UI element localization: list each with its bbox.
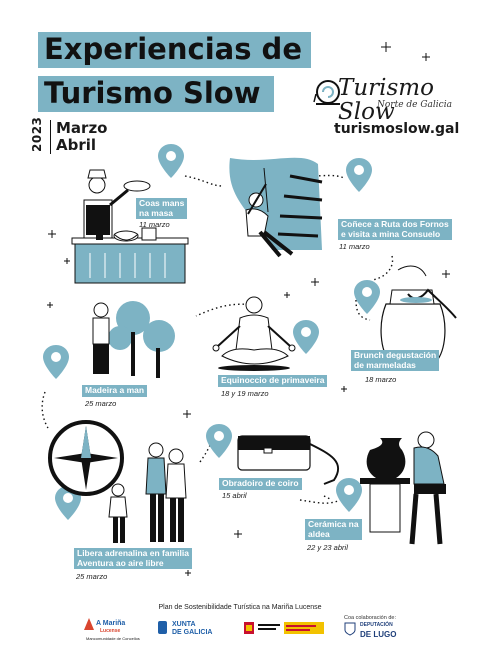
footer-colab: Coa colaboración de:: [344, 615, 396, 621]
lugo-logo: DEPUTACIÓN DE LUGO: [344, 622, 396, 639]
event-date: 11 marzo: [139, 220, 170, 229]
event-date: 25 marzo: [85, 399, 117, 408]
location-pin-icon: [346, 158, 372, 192]
jar-illustration: [380, 265, 457, 363]
ministry-logos-icon: [244, 622, 324, 634]
shield-icon: [158, 621, 167, 634]
event-date: 11 marzo: [339, 242, 370, 251]
location-pin-icon: [206, 424, 232, 458]
location-pin-icon: [336, 478, 362, 512]
brand-subtitle: Norte de Galicia: [377, 100, 452, 110]
title-line-2: Turismo Slow: [38, 76, 274, 112]
event-date: 25 marzo: [76, 572, 108, 581]
website-link[interactable]: turismoslow.gal: [334, 121, 460, 137]
location-pin-icon: [354, 280, 380, 314]
months: Marzo Abril: [56, 120, 107, 154]
footer-plan: Plan de Sostenibilidade Turística na Mar…: [158, 604, 322, 611]
compass-illustration: [48, 420, 124, 496]
event-label: Equinoccio de primaveira: [218, 375, 328, 387]
event-label: Madeira a man: [82, 385, 148, 397]
event-date: 22 y 23 abril: [307, 543, 348, 552]
trees-illustration: [92, 301, 175, 378]
year-label: 2023: [30, 116, 44, 152]
crest-icon: [344, 622, 356, 636]
event-date: 18 y 19 marzo: [221, 389, 269, 398]
location-pin-icon: [43, 345, 69, 379]
sparkle-decorations: [47, 42, 450, 576]
event-date: 15 abril: [222, 491, 247, 500]
month-1: Marzo: [56, 119, 108, 137]
xunta-logo: XUNTA DE GALICIA: [158, 621, 212, 636]
event-date: 18 marzo: [365, 375, 397, 384]
snail-logo-icon: [313, 80, 340, 105]
baker-illustration: [71, 169, 189, 284]
pottery-illustration: [360, 431, 446, 545]
climber-illustration: [229, 157, 323, 258]
month-2: Abril: [56, 136, 97, 154]
bag-illustration: [237, 435, 340, 485]
brand-name: Turismo Slow: [338, 75, 434, 125]
marina-logo: A Mariña Lucense Mancomunidade de Concel…: [84, 618, 140, 641]
location-pin-icon: [158, 144, 184, 178]
location-pin-icon: [293, 320, 319, 354]
family-illustration: [108, 442, 187, 543]
divider: [50, 120, 51, 154]
mountain-icon: [84, 618, 94, 630]
meditation-illustration: [212, 296, 296, 371]
title-line-1: Experiencias de: [38, 32, 311, 68]
event-label: Obradoiro de coiro: [219, 478, 302, 490]
